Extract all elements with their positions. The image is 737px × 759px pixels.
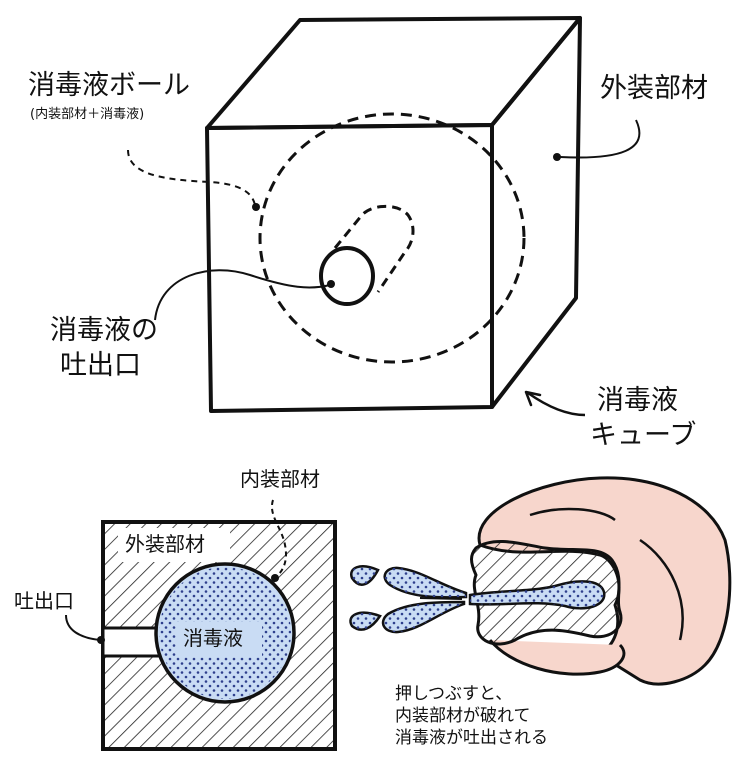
squeeze-note-line2: 内装部材が破れて	[395, 706, 531, 726]
cube-label-line2: キューブ	[590, 420, 697, 451]
cube-arrow-head	[524, 390, 542, 407]
outlet-leader-dot	[327, 280, 335, 288]
disinfectant-cube	[205, 16, 582, 413]
outer-member-leader	[559, 119, 641, 159]
cube-arrow	[527, 391, 586, 417]
liquid-label: 消毒液	[183, 626, 243, 650]
outlet-label-line1: 消毒液の	[50, 315, 158, 346]
inner-member-leader	[270, 499, 287, 578]
cross-section	[101, 520, 337, 751]
ball-subtitle: (内装部材＋消毒液)	[30, 107, 145, 122]
ball-title: 消毒液ボール	[28, 70, 190, 101]
section-outlet-leader	[65, 614, 101, 641]
squeeze-note-line3: 消毒液が吐出される	[395, 728, 548, 748]
outer-member-leader-dot	[553, 153, 561, 161]
ball-leader	[127, 149, 256, 206]
section-outlet-leader-dot	[97, 636, 105, 644]
spray-droplets	[349, 565, 468, 634]
squeezed-cube	[468, 540, 623, 646]
outlet-label-line2: 吐出口	[60, 350, 141, 381]
outlet-leader	[154, 269, 331, 321]
inner-member-leader-dot	[271, 574, 279, 582]
ball-leader-dot	[252, 203, 260, 211]
cube-label-line1: 消毒液	[597, 385, 678, 416]
squeeze-note-line1: 押しつぶすと、	[395, 684, 513, 704]
hand-illustration	[477, 476, 732, 686]
disinfectant-ball-dashed	[258, 112, 526, 364]
section-outlet-label: 吐出口	[14, 589, 74, 613]
section-outer-member-label: 外装部材	[125, 532, 205, 556]
outer-member-label: 外装部材	[600, 73, 708, 104]
outlet-circle	[319, 246, 375, 306]
inner-member-label: 内装部材	[240, 467, 320, 491]
